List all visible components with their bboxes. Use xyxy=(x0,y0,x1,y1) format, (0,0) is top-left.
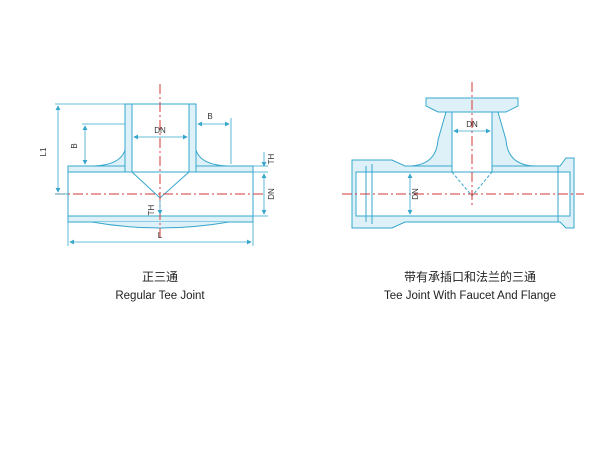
regular-tee-caption-zh: 正三通 xyxy=(141,270,178,284)
label-dn-flange-branch: DN xyxy=(466,120,478,129)
regular-tee-caption: 正三通 Regular Tee Joint xyxy=(60,268,260,302)
label-th-right: TH xyxy=(267,153,276,164)
label-th-bottom: TH xyxy=(147,204,156,215)
flanged-tee-drawing xyxy=(351,97,575,229)
label-b-left: B xyxy=(70,143,79,148)
regular-tee-fillet-left xyxy=(89,149,126,167)
regular-tee-dimension-labels: L1 B B DN TH DN TH L xyxy=(39,112,276,240)
label-dn-flange-run: DN xyxy=(411,188,420,200)
flanged-tee-caption-zh: 带有承插口和法兰的三通 xyxy=(403,270,536,284)
flanged-tee-caption: 带有承插口和法兰的三通 Tee Joint With Faucet And Fl… xyxy=(350,268,590,302)
flanged-tee-centerlines xyxy=(342,82,584,206)
label-b-right: B xyxy=(207,112,212,121)
regular-tee-fillet-right xyxy=(195,149,232,167)
label-l: L xyxy=(158,231,163,240)
flanged-tee-dimensions xyxy=(407,128,491,215)
regular-tee-caption-en: Regular Tee Joint xyxy=(115,290,205,302)
label-dn-run: DN xyxy=(267,188,276,200)
flanged-tee-dimension-labels: DN DN xyxy=(411,120,478,200)
regular-tee-dimensions xyxy=(55,103,268,246)
label-dn-branch: DN xyxy=(154,126,166,135)
flanged-tee-caption-en: Tee Joint With Faucet And Flange xyxy=(384,290,556,302)
label-l1: L1 xyxy=(39,147,48,156)
